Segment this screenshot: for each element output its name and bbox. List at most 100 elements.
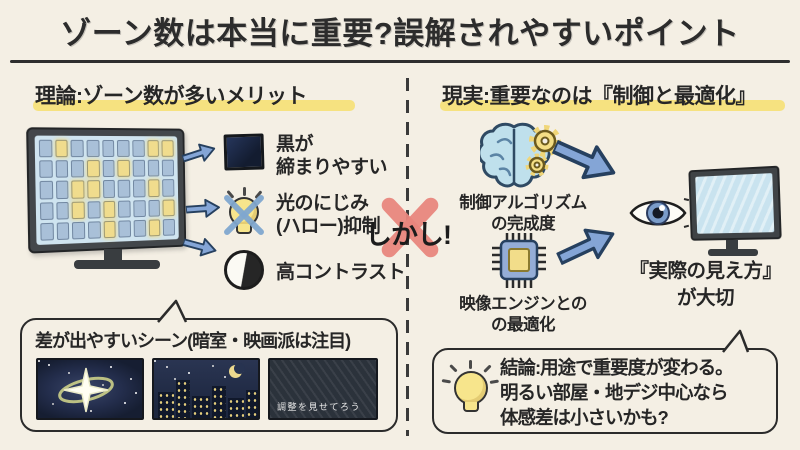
bulb-base xyxy=(463,402,479,412)
dimming-zone xyxy=(71,180,85,199)
reality-header-highlight xyxy=(440,100,785,111)
building xyxy=(228,398,244,418)
dimming-zone xyxy=(55,180,69,199)
dimming-zone xyxy=(70,139,84,158)
contrast-half-circle-icon xyxy=(224,250,264,290)
benefit-1-line-1: 黒が xyxy=(276,134,314,155)
building xyxy=(246,390,258,418)
benefit-3-line-1: 高コントラスト xyxy=(276,262,406,283)
dimming-zone xyxy=(55,160,69,179)
arrow-to-benefit-1-icon xyxy=(181,143,216,163)
city-star-dots xyxy=(154,360,156,362)
dimming-zone xyxy=(56,222,70,241)
dimming-zone xyxy=(54,139,69,158)
dimming-zone xyxy=(133,199,146,218)
dimming-zone xyxy=(161,140,174,157)
conclusion-bubble: 結論:用途で重要度が変わる。 明るい部屋・地デジ中心なら 体感差は小さいかも? xyxy=(432,329,778,434)
tv-frame xyxy=(26,127,187,254)
theory-header-highlight xyxy=(33,100,355,111)
bubble-tail-up xyxy=(157,299,188,323)
dimming-zone xyxy=(103,200,116,218)
section-divider-dashed xyxy=(406,78,409,436)
however-text: しかし! xyxy=(365,220,452,250)
arrow-brain-to-eye-icon xyxy=(550,139,616,180)
dimming-zone xyxy=(102,180,116,198)
dimming-zone xyxy=(87,200,101,219)
dimming-zone xyxy=(132,140,145,158)
dimming-zone xyxy=(117,140,130,158)
benefit-2-label: 光のにじみ (ハロー)抑制 xyxy=(276,192,381,238)
dimming-zone xyxy=(103,220,116,239)
building xyxy=(192,396,210,418)
bulb-glass xyxy=(454,371,488,405)
tv2-frame xyxy=(688,165,782,241)
factor-2-line-2: の最適化 xyxy=(491,316,556,335)
tv-zone-grid xyxy=(34,135,179,246)
bulb-ray xyxy=(489,379,499,384)
star-dots xyxy=(38,360,40,362)
dark-subtitle-scene: 調整を見せてろう xyxy=(268,358,378,420)
dimming-zone xyxy=(148,219,161,237)
dimming-zone xyxy=(163,218,176,236)
factor-2-line-1: 映像エンジンとの xyxy=(459,295,587,313)
building xyxy=(176,380,190,418)
dimming-zone xyxy=(71,201,85,219)
arrow-to-benefit-3-icon xyxy=(181,238,217,257)
tv-stand-base xyxy=(74,260,160,269)
dimming-zone xyxy=(39,181,53,200)
factor-1-label: 制御アルゴリズム の完成度 xyxy=(448,193,598,235)
however-badge: しかし! xyxy=(350,186,466,270)
title-divider xyxy=(10,60,790,63)
dimming-zone xyxy=(132,179,146,198)
benefit-2-line-1: 光のにじみ xyxy=(276,193,369,214)
conclusion-line-3: 体感差は小さいかも? xyxy=(500,406,669,428)
dimming-zone xyxy=(133,219,146,238)
factor-2-label: 映像エンジンとの の最適化 xyxy=(448,294,598,336)
dimming-zone xyxy=(87,180,101,199)
dimming-zone xyxy=(162,159,175,177)
halo-bulb-crossed-icon xyxy=(221,187,267,240)
bulb-ray xyxy=(441,379,451,384)
bubble-tail-up-right xyxy=(722,329,750,353)
galaxy-star-scene xyxy=(36,358,144,420)
importance-line-1: 『実際の見え方』 xyxy=(629,260,782,282)
dimming-zone xyxy=(117,180,131,198)
dimming-zone xyxy=(39,160,53,179)
dimming-zone xyxy=(71,160,85,178)
benefit-1-line-2: 締まりやすい xyxy=(276,157,388,179)
benefit-3-label: 高コントラスト xyxy=(276,261,406,284)
night-city-scene xyxy=(152,358,260,420)
dimming-zone xyxy=(39,201,54,220)
conclusion-line-2: 明るい部屋・地デジ中心なら xyxy=(500,381,729,403)
dimming-zone xyxy=(86,139,100,158)
dimming-zone xyxy=(72,221,86,240)
dimming-zone xyxy=(162,179,175,197)
viewed-tv-illustration xyxy=(688,165,792,268)
dimming-zone xyxy=(132,160,145,178)
benefit-2-line-2: (ハロー)抑制 xyxy=(276,216,381,238)
dimming-zone xyxy=(38,139,53,158)
zoned-tv-illustration xyxy=(26,127,200,286)
importance-label: 『実際の見え方』 が大切 xyxy=(618,258,793,313)
importance-line-2: が大切 xyxy=(676,287,735,310)
dimming-zone xyxy=(162,199,175,217)
subtitle-caption: 調整を見せてろう xyxy=(277,402,362,412)
moon-mask xyxy=(234,363,245,374)
black-level-square-icon xyxy=(223,133,265,171)
eye-icon xyxy=(629,200,687,226)
dimming-zone xyxy=(40,222,54,241)
building xyxy=(212,386,226,418)
dimming-zone xyxy=(147,159,160,177)
four-point-star-icon xyxy=(58,367,114,413)
building xyxy=(158,392,174,418)
theory-header: 理論:ゾーン数が多いメリット xyxy=(35,85,307,108)
conclusion-text: 結論:用途で重要度が変わる。 明るい部屋・地デジ中心なら 体感差は小さいかも? xyxy=(500,356,734,430)
factor-1-line-2: の完成度 xyxy=(491,215,556,234)
dimming-zone xyxy=(118,200,131,218)
dimming-zone xyxy=(101,139,115,158)
dimming-zone xyxy=(87,221,101,239)
tv2-screen xyxy=(695,173,775,234)
dimming-zone xyxy=(86,160,100,178)
arrow-to-benefit-2-icon xyxy=(185,198,220,218)
reality-header: 現実:重要なのは『制御と最適化』 xyxy=(442,85,757,108)
